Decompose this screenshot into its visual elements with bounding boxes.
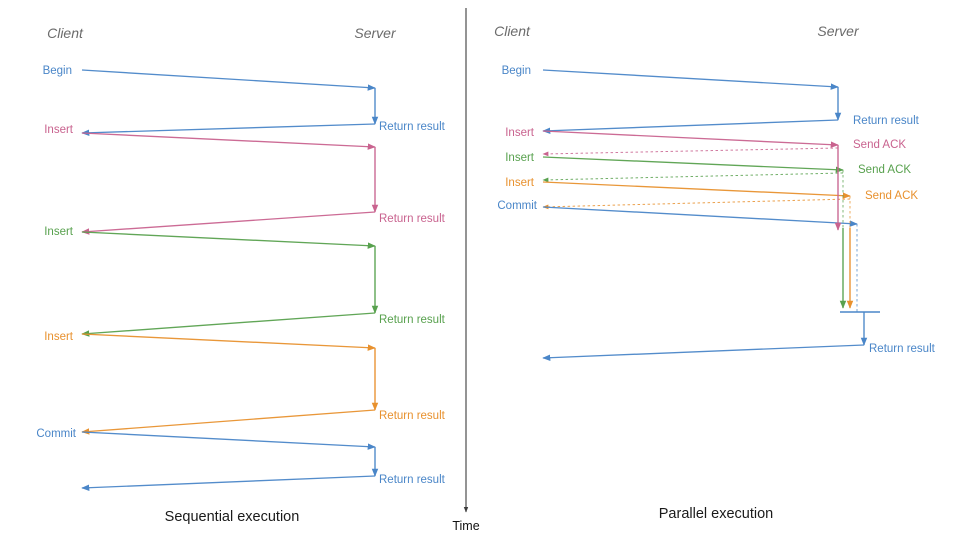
message-label-par-ack3: Send ACK (865, 190, 918, 202)
message-par-insert2: Insert (505, 152, 844, 173)
message-seq-insert2-ret: Return result (81, 312, 446, 337)
message-par-insert3: Insert (505, 177, 851, 199)
panel-caption-parallel: Parallel execution (659, 506, 773, 522)
message-label-seq-commit-ret: Return result (379, 474, 446, 486)
message-arrow-par-ack1 (542, 147, 839, 157)
message-label-par-insert3: Insert (505, 177, 535, 189)
message-seq-begin-ret: Return result (81, 121, 446, 137)
message-arrow-seq-insert1 (81, 132, 376, 150)
message-seq-begin: Begin (43, 65, 376, 91)
message-label-seq-insert1-ret: Return result (379, 213, 446, 225)
message-arrow-seq-commit-ret (81, 475, 376, 491)
message-seq-insert3: Insert (44, 331, 376, 351)
message-label-seq-insert1: Insert (44, 124, 74, 136)
time-axis-label: Time (452, 519, 479, 533)
message-par-begin-ret: Return result (542, 115, 920, 134)
message-label-par-insert2: Insert (505, 152, 535, 164)
message-arrow-seq-insert3-ret (81, 409, 376, 435)
message-label-seq-begin: Begin (43, 65, 72, 77)
message-arrow-par-begin (542, 69, 839, 90)
message-label-par-ack1: Send ACK (853, 139, 906, 151)
message-label-par-commit-ret: Return result (869, 343, 936, 355)
time-axis-layer: Time (452, 8, 480, 533)
message-par-ack2: Send ACK (542, 164, 911, 183)
message-arrow-par-insert3 (542, 181, 851, 199)
message-seq-commit-ret: Return result (81, 474, 446, 491)
lane-title-client-sequential: Client (47, 25, 84, 41)
message-label-par-begin-ret: Return result (853, 115, 920, 127)
message-par-begin: Begin (502, 65, 839, 90)
lane-title-server-sequential: Server (354, 25, 397, 41)
message-par-insert1: Insert (505, 127, 839, 148)
message-arrow-par-begin-ret (542, 119, 839, 134)
message-arrow-par-insert1 (542, 130, 839, 148)
message-arrow-seq-insert3 (81, 333, 376, 351)
lane-title-client-parallel: Client (494, 23, 531, 39)
message-label-seq-commit: Commit (36, 428, 76, 440)
message-label-par-commit: Commit (497, 200, 537, 212)
message-par-ack1: Send ACK (542, 139, 906, 157)
message-label-par-begin: Begin (502, 65, 531, 77)
message-label-seq-insert2-ret: Return result (379, 314, 446, 326)
message-arrow-seq-commit (81, 431, 376, 450)
message-label-seq-insert2: Insert (44, 226, 74, 238)
message-arrow-seq-insert2-ret (81, 312, 376, 337)
message-arrow-seq-begin (81, 69, 376, 91)
message-label-seq-insert3-ret: Return result (379, 410, 446, 422)
message-arrow-par-commit-ret (542, 344, 865, 361)
message-arrow-par-commit (542, 206, 858, 227)
message-seq-insert2: Insert (44, 226, 376, 249)
message-label-seq-insert3: Insert (44, 331, 74, 343)
message-arrow-seq-insert2 (81, 231, 376, 249)
message-label-par-insert1: Insert (505, 127, 535, 139)
message-par-ack3: Send ACK (542, 190, 918, 210)
message-arrow-par-insert2 (542, 156, 844, 173)
message-seq-insert1: Insert (44, 124, 376, 150)
message-label-seq-begin-ret: Return result (379, 121, 446, 133)
message-par-commit: Commit (497, 200, 858, 227)
lane-title-server-parallel: Server (817, 23, 860, 39)
message-label-par-ack2: Send ACK (858, 164, 911, 176)
message-seq-insert1-ret: Return result (81, 211, 446, 235)
message-seq-insert3-ret: Return result (81, 409, 446, 435)
message-par-commit-ret: Return result (542, 343, 936, 361)
message-arrow-seq-insert1-ret (81, 211, 376, 235)
message-arrow-par-ack3 (542, 198, 851, 210)
message-arrow-par-ack2 (542, 172, 844, 183)
message-seq-commit: Commit (36, 428, 376, 450)
panel-caption-sequential: Sequential execution (165, 509, 300, 525)
message-arrow-seq-begin-ret (81, 123, 376, 137)
